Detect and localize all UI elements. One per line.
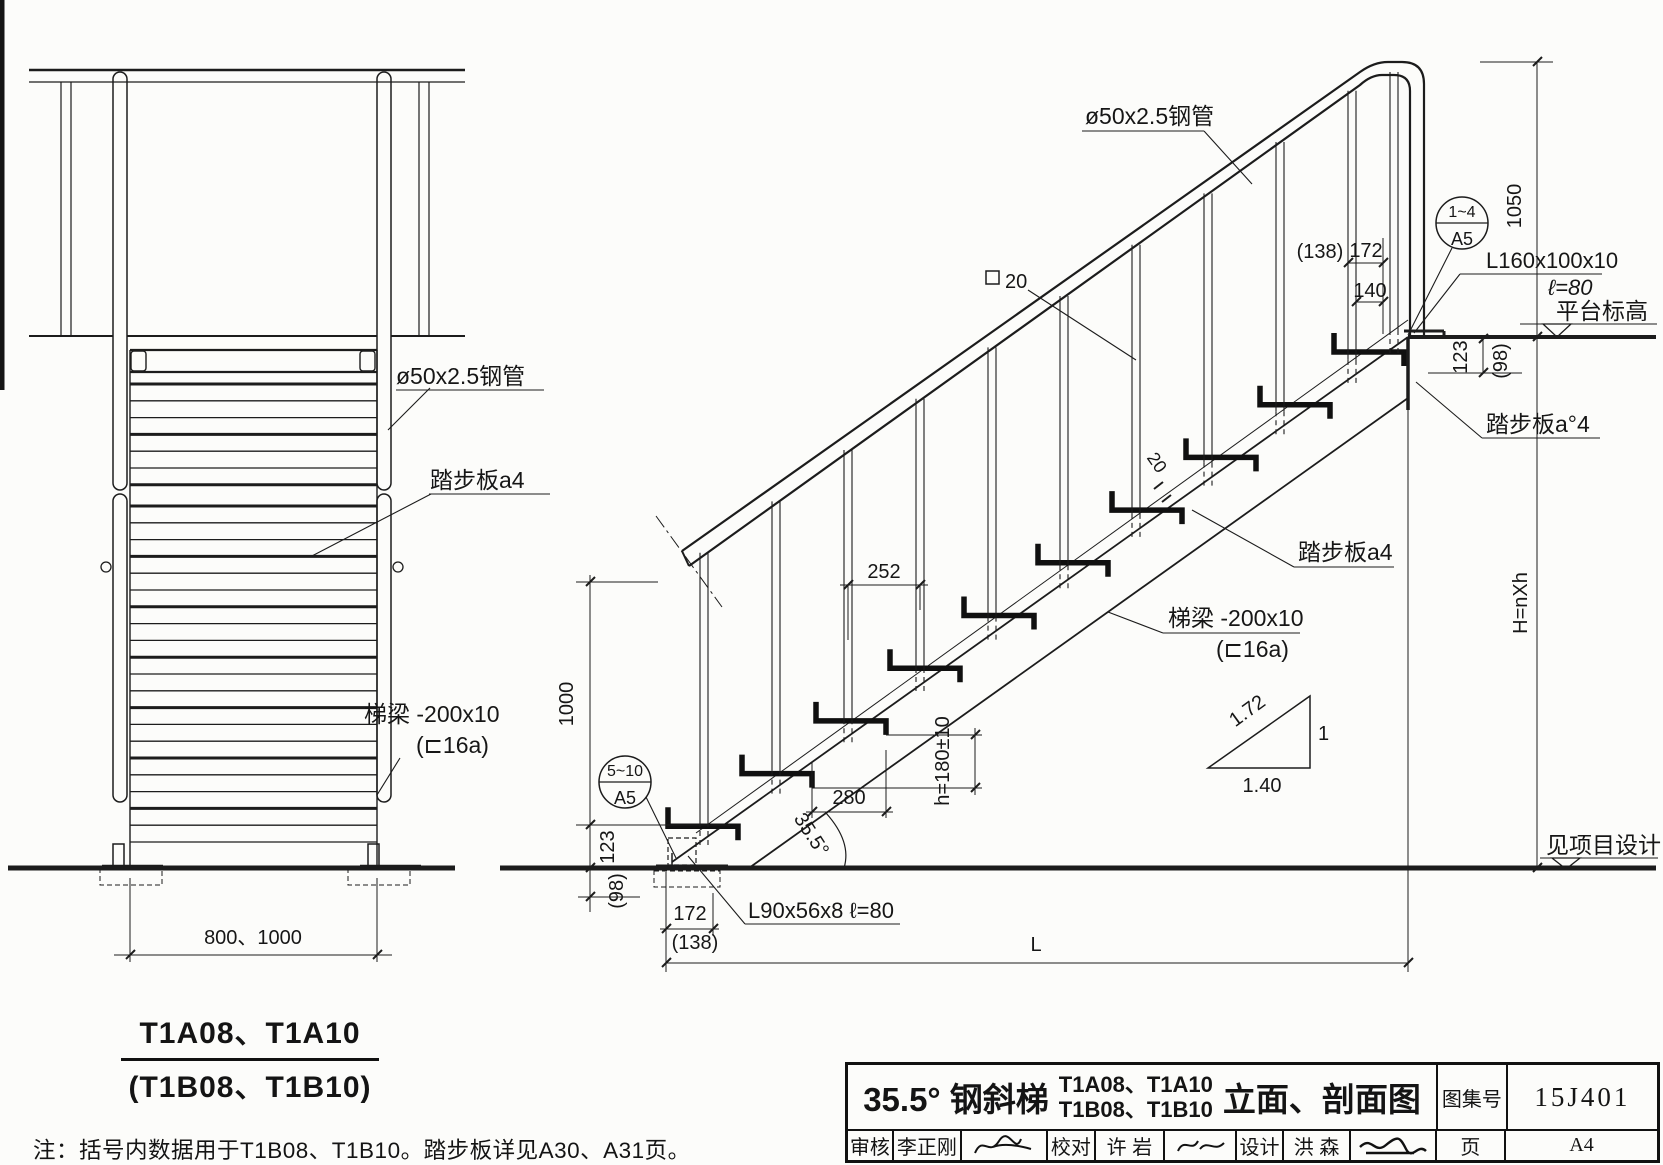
atlas-number: 15J401 <box>1534 1081 1631 1112</box>
page-number: A4 <box>1569 1134 1594 1156</box>
signature-stroke <box>973 1134 1032 1153</box>
left-beam-size-label: (⊏16a) <box>416 732 489 758</box>
baluster-size-dim: 20 <box>1005 271 1027 293</box>
detail-bottom-page: A5 <box>614 788 636 808</box>
tread-plate-label: 踏步板a4 <box>1298 539 1393 565</box>
dim-L: L <box>1030 934 1041 956</box>
dim-172-bot: 172 <box>673 903 706 925</box>
right-pipe-label: ø50x2.5钢管 <box>1085 103 1214 129</box>
title-block-row-main: 35.5° 钢斜梯 T1A08、T1A10 T1B08、T1B10 立面、剖面图… <box>848 1065 1657 1131</box>
model-line-2: T1B08、T1B10 <box>1058 1097 1213 1122</box>
tread-plate-label-top: 踏步板a°4 <box>1486 411 1590 437</box>
reviewer-signature <box>962 1131 1048 1160</box>
height-formula: H=nXh <box>1510 572 1532 634</box>
dim-140: 140 <box>1353 280 1386 302</box>
beam-label-right: 梯梁 -200x10 <box>1168 605 1304 631</box>
platform-level-label: 平台标高 <box>1556 298 1648 324</box>
scan-edge <box>0 0 5 390</box>
ground-level-label: 见项目设计 <box>1546 832 1661 858</box>
drawing-note: 注：括号内数据用于T1B08、T1B10。踏步板详见A30、A31页。 <box>33 1138 691 1163</box>
model-list: T1A08、T1A10 T1B08、T1B10 <box>1059 1072 1213 1123</box>
checker-name: 许 岩 <box>1096 1131 1165 1160</box>
slope-vert: 1 <box>1318 723 1329 745</box>
main-title: 35.5° 钢斜梯 <box>863 1081 1049 1118</box>
dim-123-top: 123 <box>1450 340 1472 373</box>
page-label: 页 <box>1437 1131 1507 1160</box>
model-line-1: T1A08、T1A10 <box>1058 1071 1213 1097</box>
dim-98-bot: (98) <box>606 873 628 909</box>
corner-angle-label: L160x100x10 <box>1486 248 1618 273</box>
checker-signature <box>1165 1131 1238 1160</box>
left-view-title: T1A08、T1A10 <box>121 1008 379 1061</box>
detail-top-num: 1~4 <box>1448 204 1475 221</box>
slope-hyp: 1.72 <box>1225 691 1269 732</box>
left-tread-label: 踏步板a4 <box>430 467 525 493</box>
dim-138-top: (138) <box>1297 241 1344 263</box>
detail-top-page: A5 <box>1451 229 1473 249</box>
beam-size-label-right: (⊏16a) <box>1216 636 1289 662</box>
dim-252: 252 <box>867 561 900 583</box>
dim-123-bot: 123 <box>597 830 619 863</box>
corner-angle-length: ℓ=80 <box>1547 275 1593 300</box>
reviewer-name: 李正刚 <box>894 1131 963 1160</box>
left-view-title-alt: (T1B08、T1B10) <box>128 1071 372 1104</box>
atlas-label: 图集号 <box>1438 1065 1508 1129</box>
left-elevation-linework <box>8 68 550 962</box>
dim-20: 20 <box>1143 449 1171 477</box>
reviewer-label: 审核 <box>848 1131 894 1160</box>
section-view-linework <box>125 56 1658 972</box>
title-block: 35.5° 钢斜梯 T1A08、T1A10 T1B08、T1B10 立面、剖面图… <box>845 1062 1660 1163</box>
dim-138-bot: (138) <box>672 932 719 954</box>
dim-172-top: 172 <box>1349 240 1382 262</box>
designer-label: 设计 <box>1237 1131 1284 1160</box>
dim-riser: h=180±10 <box>932 716 954 805</box>
designer-signature <box>1351 1131 1437 1160</box>
annotation-texts: ø50x2.5钢管 踏步板a4 梯梁 -200x10 (⊏16a) 800、10… <box>204 103 1661 956</box>
dim-280: 280 <box>832 787 865 809</box>
signature-stroke <box>1359 1137 1427 1154</box>
dim-1050: 1050 <box>1504 184 1526 229</box>
left-pipe-label: ø50x2.5钢管 <box>396 363 525 389</box>
detail-bottom-num: 5~10 <box>607 763 643 780</box>
designer-name: 洪 森 <box>1284 1131 1352 1160</box>
dim-1000: 1000 <box>556 682 578 727</box>
left-beam-label: 梯梁 -200x10 <box>364 701 500 727</box>
foot-angle-label: L90x56x8 ℓ=80 <box>748 898 894 923</box>
view-type: 立面、剖面图 <box>1222 1081 1421 1118</box>
dim-98-top: (98) <box>1490 343 1512 379</box>
title-block-row-people: 审核 李正刚 校对 许 岩 设计 洪 森 页 A4 <box>848 1131 1657 1160</box>
left-width-dim: 800、1000 <box>204 927 302 949</box>
title-block-title-cell: 35.5° 钢斜梯 T1A08、T1A10 T1B08、T1B10 立面、剖面图 <box>848 1065 1439 1129</box>
checker-label: 校对 <box>1048 1131 1097 1160</box>
signature-stroke <box>1176 1139 1225 1151</box>
slope-horiz: 1.40 <box>1243 775 1282 797</box>
